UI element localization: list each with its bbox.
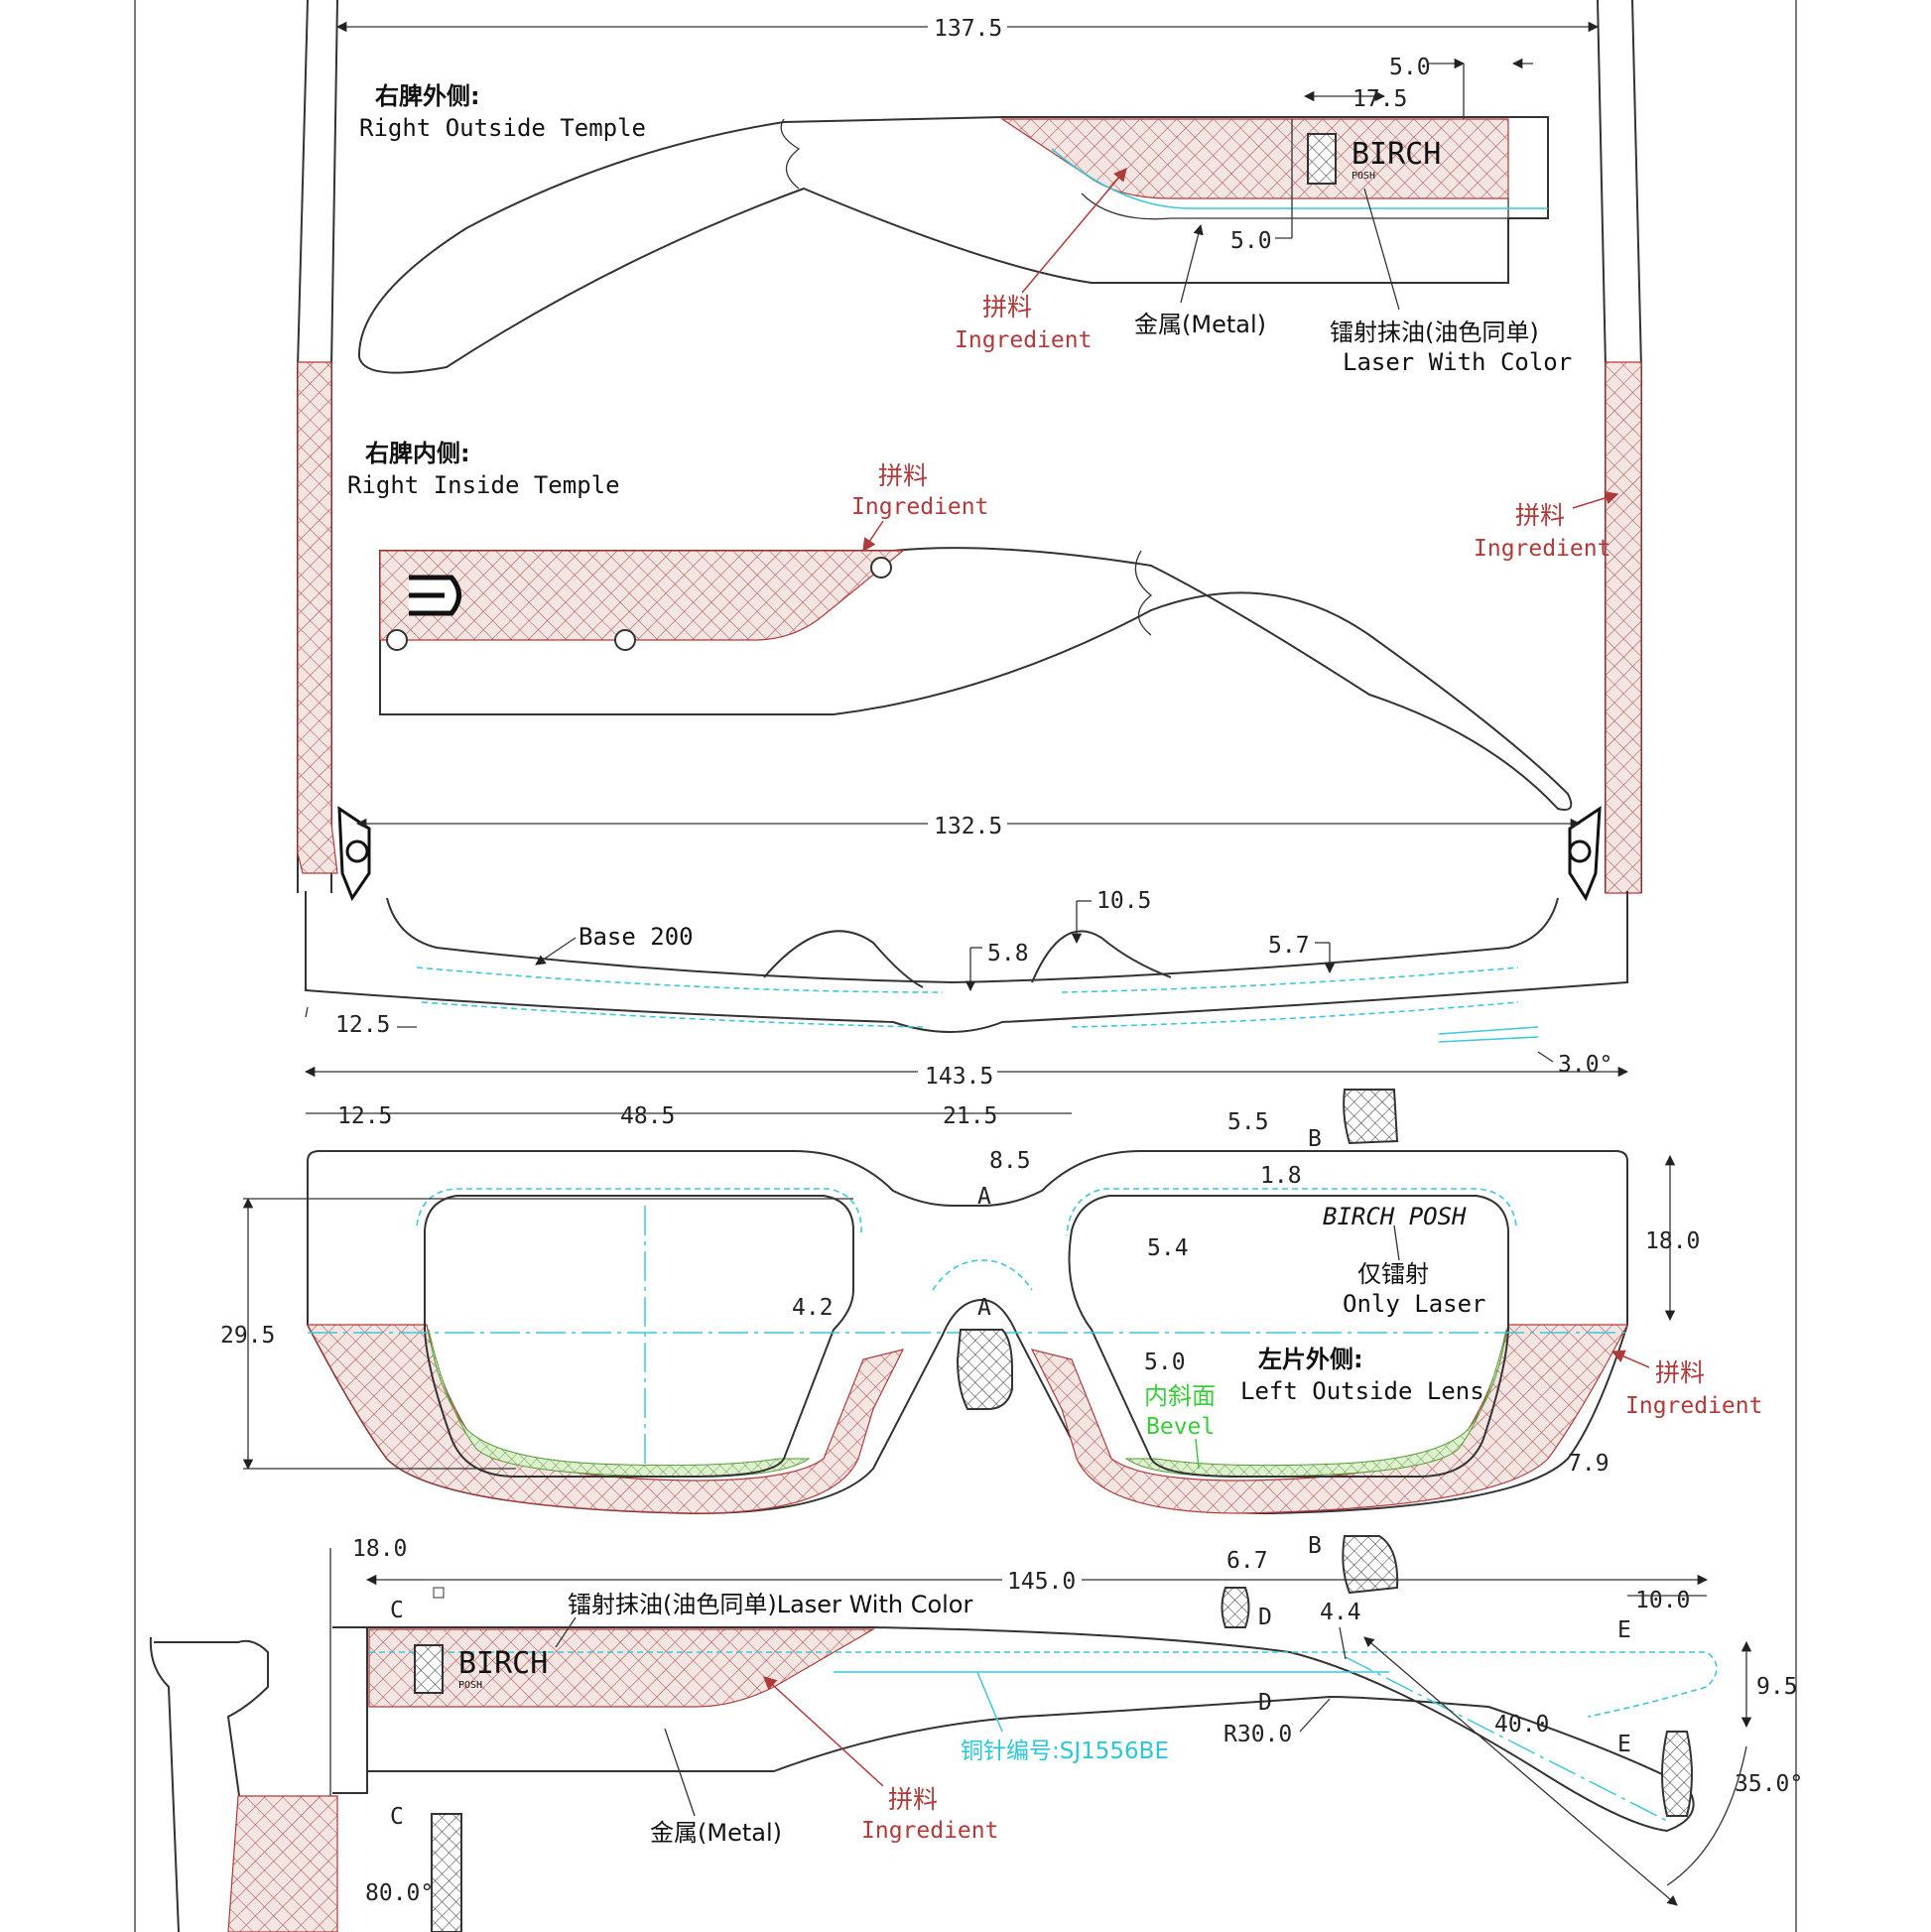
ingredient-cn: 拼料 bbox=[1655, 1358, 1705, 1387]
laser-color-cn: 镭射抹油(油色同单) bbox=[1330, 319, 1539, 346]
section-mark-e: E bbox=[1617, 1617, 1631, 1643]
section-mark-a-2: A bbox=[977, 1295, 991, 1321]
hinge-right-icon bbox=[1568, 806, 1602, 902]
laser-color-en: Laser With Color bbox=[1343, 348, 1572, 376]
dim-7-9: 7.9 bbox=[1568, 1451, 1609, 1477]
ingredient-en: Ingredient bbox=[955, 327, 1092, 353]
dim-137-5: 137.5 bbox=[934, 16, 1002, 42]
brand-monogram-icon bbox=[409, 575, 461, 616]
front-view: BIRCH POSH 仅镭射 Only Laser 左片外侧: Left Out… bbox=[220, 1089, 1762, 1595]
section-mark-c: C bbox=[390, 1598, 404, 1623]
pin-code: 铜针编号:SJ1556BE bbox=[961, 1739, 1169, 1764]
dim-6-7: 6.7 bbox=[1226, 1548, 1268, 1574]
dim-5-7: 5.7 bbox=[1268, 933, 1310, 959]
base-label: Base 200 bbox=[579, 923, 694, 951]
section-title-cn: 左片外侧: bbox=[1258, 1346, 1363, 1373]
brand-logo-icon-side bbox=[414, 1644, 444, 1694]
ingredient-en: Ingredient bbox=[1625, 1393, 1762, 1419]
section-title-en: Right Outside Temple bbox=[359, 114, 646, 142]
dim-18-0: 18.0 bbox=[1645, 1228, 1700, 1254]
dim-80-0-deg: 80.0° bbox=[365, 1880, 434, 1906]
right-outside-temple: 右脾外侧: Right Outside Temple BIRCH POSH 拼料… bbox=[335, 12, 1600, 376]
dim-1-8: 1.8 bbox=[1260, 1163, 1302, 1189]
radius-label: R30.0 bbox=[1223, 1722, 1292, 1747]
dim-5-0-bottom: 5.0 bbox=[1230, 228, 1272, 254]
brand-sub-side: POSH bbox=[458, 1680, 482, 1691]
bevel-cn: 内斜面 bbox=[1144, 1382, 1216, 1410]
dim-21-5: 21.5 bbox=[943, 1103, 997, 1129]
section-mark-e-2: E bbox=[1617, 1732, 1631, 1757]
dim-10-5: 10.5 bbox=[1096, 888, 1151, 914]
dim-12-5-top: 12.5 bbox=[335, 1012, 390, 1038]
brand-text: BIRCH bbox=[1352, 137, 1441, 172]
section-mark-c-2: C bbox=[390, 1804, 404, 1830]
ingredient-en: Ingredient bbox=[861, 1818, 998, 1844]
dim-17-5: 17.5 bbox=[1352, 86, 1407, 112]
dim-145-0: 145.0 bbox=[1007, 1569, 1076, 1595]
dim-4-4: 4.4 bbox=[1320, 1600, 1361, 1625]
dim-35-0-deg: 35.0° bbox=[1735, 1771, 1803, 1797]
brand-logo-icon bbox=[1307, 133, 1337, 185]
section-title-en: Left Outside Lens bbox=[1240, 1377, 1484, 1405]
dim-5-8: 5.8 bbox=[987, 941, 1029, 966]
section-mark-d: D bbox=[1258, 1605, 1272, 1630]
dim-5-5: 5.5 bbox=[1227, 1109, 1269, 1135]
bevel-en: Bevel bbox=[1146, 1414, 1215, 1440]
dim-8-5: 8.5 bbox=[989, 1148, 1031, 1174]
right-inside-temple: 右脾内侧: Right Inside Temple 拼料 Ingredient … bbox=[347, 440, 1619, 811]
dim-18-0-side: 18.0 bbox=[352, 1536, 407, 1562]
dim-4-2: 4.2 bbox=[792, 1295, 834, 1321]
only-laser-en: Only Laser bbox=[1343, 1290, 1486, 1318]
dim-12-5: 12.5 bbox=[337, 1103, 392, 1129]
dim-132-5: 132.5 bbox=[934, 814, 1002, 839]
section-title-cn: 右脾内侧: bbox=[365, 440, 470, 467]
ingredient-cn: 拼料 bbox=[878, 461, 928, 490]
ingredient-cn-right: 拼料 bbox=[1515, 501, 1565, 530]
dim-48-5: 48.5 bbox=[620, 1103, 675, 1129]
ingredient-en-right: Ingredient bbox=[1474, 536, 1610, 562]
ingredient-en: Ingredient bbox=[851, 494, 988, 520]
laser-color-full: 镭射抹油(油色同单)Laser With Color bbox=[568, 1591, 972, 1618]
dim-5-0-top: 5.0 bbox=[1389, 55, 1431, 80]
page-frame bbox=[134, 0, 1797, 1932]
section-mark-b: B bbox=[1308, 1126, 1322, 1152]
hinge-left-icon bbox=[337, 806, 371, 902]
side-view: BIRCH POSH 镭射抹油(油色同单)Laser With Color 铜针… bbox=[149, 1536, 1803, 1932]
dim-40-0: 40.0 bbox=[1494, 1712, 1549, 1738]
brand-text-side: BIRCH bbox=[458, 1646, 548, 1681]
dim-5-4: 5.4 bbox=[1147, 1235, 1189, 1261]
ingredient-cn: 拼料 bbox=[888, 1785, 938, 1814]
only-laser-cn: 仅镭射 bbox=[1357, 1260, 1429, 1288]
top-view-frame bbox=[297, 0, 1642, 1033]
dim-10-0: 10.0 bbox=[1635, 1588, 1690, 1613]
dim-143-5: 143.5 bbox=[925, 1064, 993, 1090]
metal-label-side: 金属(Metal) bbox=[650, 1819, 782, 1847]
dim-9-5: 9.5 bbox=[1756, 1674, 1798, 1700]
dim-3-0-deg: 3.0° bbox=[1558, 1052, 1612, 1078]
section-mark-d-2: D bbox=[1258, 1690, 1272, 1716]
section-mark-a: A bbox=[977, 1184, 991, 1210]
dim-5-0: 5.0 bbox=[1144, 1350, 1186, 1375]
ingredient-cn: 拼料 bbox=[982, 293, 1032, 322]
metal-label: 金属(Metal) bbox=[1134, 311, 1266, 338]
top-view-dimensions: 132.5 10.5 5.8 5.7 Base 200 12.5 143.5 3… bbox=[304, 809, 1629, 1090]
brand-sub: POSH bbox=[1352, 171, 1375, 182]
section-title-cn: 右脾外侧: bbox=[375, 82, 480, 110]
section-title-en: Right Inside Temple bbox=[347, 471, 620, 499]
section-mark-b-2: B bbox=[1308, 1533, 1322, 1559]
